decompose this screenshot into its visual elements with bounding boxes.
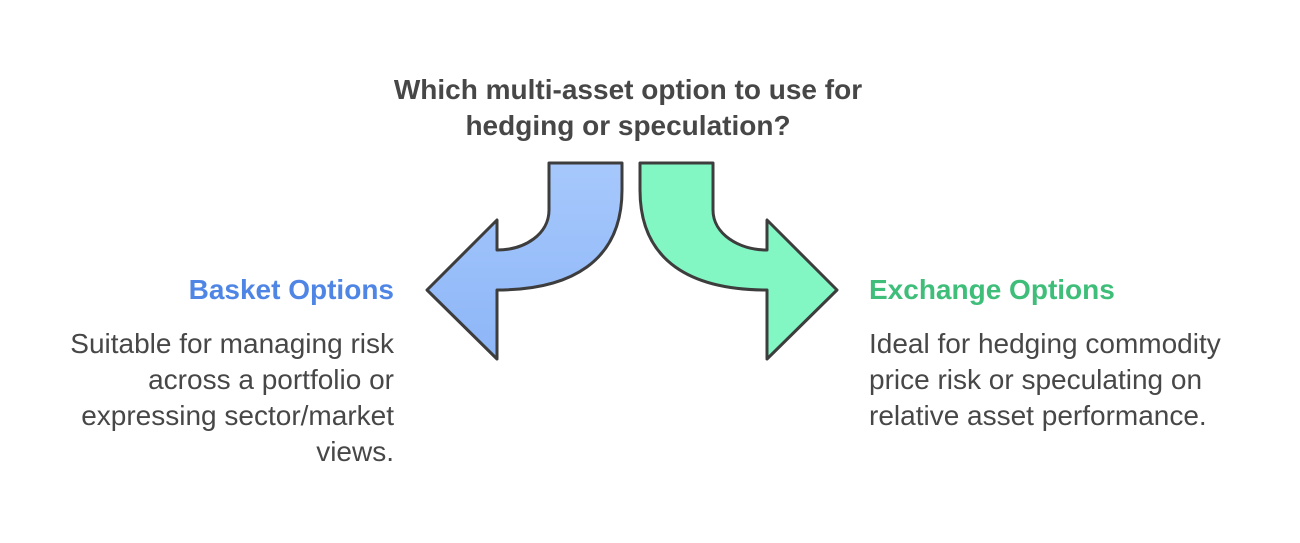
basket-desc-line-3: expressing sector/market [81, 400, 394, 431]
basket-options-description: Suitable for managing risk across a port… [70, 326, 394, 470]
diagram-question: Which multi-asset option to use for hedg… [350, 72, 906, 144]
basket-options-title: Basket Options [188, 274, 394, 305]
question-line-2: hedging or speculation? [465, 110, 791, 141]
exchange-desc-line-3: relative asset performance. [869, 400, 1207, 431]
basket-desc-line-2: across a portfolio or [148, 364, 394, 395]
left-curved-arrow [425, 161, 624, 361]
basket-desc-line-1: Suitable for managing risk [70, 328, 394, 359]
exchange-options-title: Exchange Options [869, 274, 1115, 305]
basket-desc-line-4: views. [316, 436, 394, 467]
exchange-options-description: Ideal for hedging commodity price risk o… [869, 326, 1221, 434]
exchange-desc-line-1: Ideal for hedging commodity [869, 328, 1221, 359]
right-curved-arrow [638, 161, 839, 361]
question-line-1: Which multi-asset option to use for [393, 74, 863, 105]
exchange-desc-line-2: price risk or speculating on [869, 364, 1203, 395]
